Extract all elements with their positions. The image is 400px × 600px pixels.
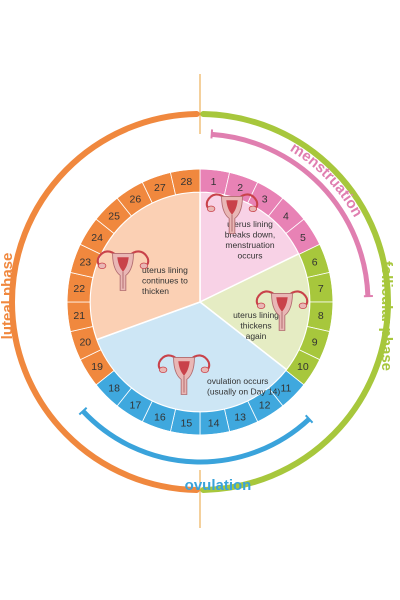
follicular-description-line: thickens — [240, 321, 271, 331]
day-number: 5 — [300, 232, 306, 244]
day-number: 13 — [234, 411, 246, 423]
day-number: 4 — [283, 211, 289, 223]
luteal-description-line: thicken — [142, 286, 169, 296]
day-number: 25 — [108, 211, 120, 223]
day-number: 12 — [259, 399, 271, 411]
luteal-description-line: continues to — [142, 276, 188, 286]
day-number: 6 — [312, 256, 318, 268]
day-number: 18 — [108, 383, 120, 395]
day-number: 1 — [211, 176, 217, 188]
ovulation-description-line: ovulation occurs — [207, 376, 268, 386]
menstruation-description-line: uterus lining — [227, 219, 273, 229]
day-number: 17 — [130, 399, 142, 411]
day-number: 15 — [181, 417, 193, 429]
day-number: 20 — [79, 337, 91, 349]
luteal-description-line: uterus lining — [142, 265, 188, 275]
day-number: 26 — [130, 194, 142, 206]
day-number: 11 — [280, 383, 291, 395]
day-number: 14 — [208, 417, 220, 429]
luteal-phase-label: luteal phase — [0, 253, 16, 340]
day-number: 21 — [73, 310, 85, 322]
day-number: 23 — [79, 256, 91, 268]
uterus-icon — [205, 193, 259, 234]
uterus-icon — [157, 354, 211, 395]
menstruation-description-line: occurs — [237, 251, 262, 261]
menstruation-label: menstruation — [287, 139, 366, 220]
day-number: 28 — [181, 176, 193, 188]
menstruation-arc — [211, 131, 371, 297]
ovulation-arc-tick — [304, 414, 314, 424]
ovulation-arc-tick — [78, 406, 88, 416]
ring-outline — [66, 168, 334, 436]
uterus-icon — [96, 250, 150, 291]
day-number: 19 — [91, 361, 103, 373]
day-number: 2 — [237, 182, 243, 194]
follicular-phase-label: follicular phase — [378, 261, 395, 371]
day-number: 27 — [154, 182, 166, 194]
uterus-icon — [255, 290, 309, 331]
day-number: 24 — [91, 232, 103, 244]
day-number: 9 — [312, 337, 318, 349]
menstruation-description-line: menstruation — [225, 240, 274, 250]
day-number: 10 — [297, 361, 309, 373]
menstruation-description-line: breaks down, — [225, 230, 276, 240]
day-number: 3 — [262, 194, 268, 206]
follicular-description-line: again — [246, 331, 267, 341]
ovulation-description-line: (usually on Day 14) — [207, 387, 280, 397]
day-number: 16 — [154, 411, 166, 423]
follicular-description-line: uterus lining — [233, 310, 279, 320]
luteal-phase-arc — [9, 111, 200, 493]
ovulation-label: ovulation — [185, 477, 252, 494]
follicular-phase-arc — [200, 111, 391, 493]
day-number: 7 — [318, 283, 324, 295]
day-number: 22 — [73, 283, 85, 295]
menstruation-arc-tick — [210, 129, 214, 139]
ovulation-arc — [81, 409, 311, 465]
day-number: 8 — [318, 310, 324, 322]
